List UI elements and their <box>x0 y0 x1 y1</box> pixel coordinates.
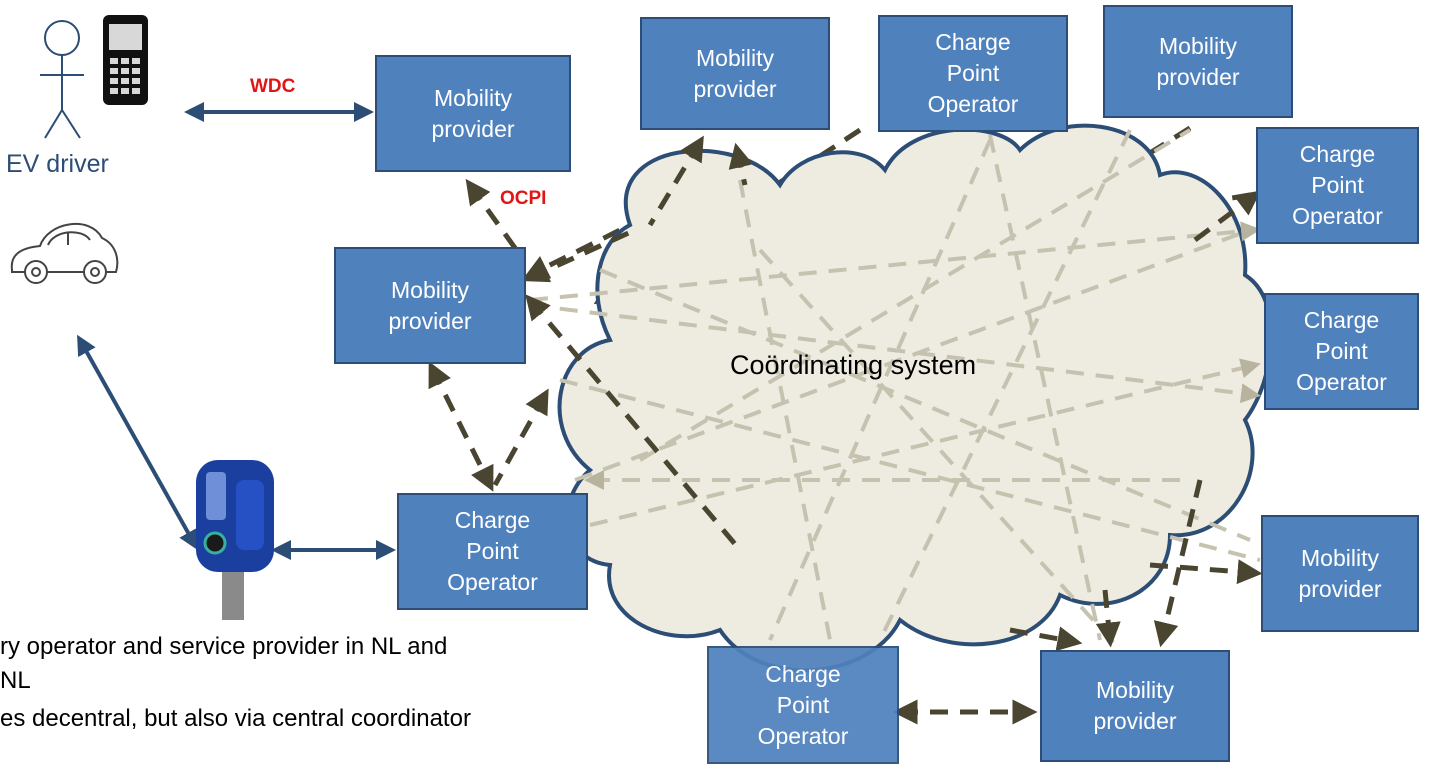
node-text: Charge <box>1303 307 1380 333</box>
arrow-mp-top1 <box>647 135 704 227</box>
mobility-provider-right[interactable]: Mobility provider <box>1261 515 1419 632</box>
node-text: provider <box>1298 575 1382 602</box>
charge-point-operator-top[interactable]: Charge Point Operator <box>878 15 1068 132</box>
node-text: Mobility <box>696 44 774 71</box>
mobility-provider-top-2[interactable]: Mobility provider <box>1103 5 1293 118</box>
node-text: Point <box>1315 338 1368 364</box>
node-text: provider <box>388 307 472 334</box>
mobility-provider-bottom[interactable]: Mobility provider <box>1040 650 1230 762</box>
bullet-line: NL <box>0 667 31 694</box>
person-icon <box>40 20 84 139</box>
solid-arrows <box>77 102 396 560</box>
faint-3 <box>589 358 1261 527</box>
charge-point-operator-left[interactable]: Charge Point Operator <box>397 493 588 610</box>
arrow-to-mp-bottom-3 <box>1153 479 1203 648</box>
node-text: Operator <box>1296 369 1387 395</box>
node-text: Mobility <box>391 276 469 303</box>
dashed-arrows-faint <box>529 128 1261 652</box>
node-text: Mobility <box>1096 677 1174 703</box>
faint-10 <box>878 129 1132 641</box>
arrow-mp-cloud <box>523 227 637 283</box>
node-text: Operator <box>927 91 1019 117</box>
dashed-arrows-front <box>428 135 1263 725</box>
coordinating-system-label: Coördinating system <box>730 350 977 380</box>
faint-9 <box>768 139 992 641</box>
arrow-to-mp-right <box>1149 559 1263 585</box>
node-text: Mobility <box>1159 32 1237 59</box>
faint-6 <box>738 179 832 641</box>
faint-5 <box>638 128 1192 462</box>
node-text: Charge <box>765 660 841 687</box>
node-text: Operator <box>1292 203 1383 229</box>
wdc-label: WDC <box>250 76 296 97</box>
arrow-mp-cpo <box>428 361 494 492</box>
node-text: provider <box>1156 63 1240 90</box>
arrow-to-cpo-right1 <box>1193 190 1261 242</box>
node-text: Point <box>1311 172 1364 198</box>
charging-station-icon <box>196 460 274 620</box>
charge-point-operator-bottom[interactable]: Charge Point Operator <box>707 646 899 764</box>
node-text: provider <box>431 115 515 142</box>
node-text: Mobility <box>1301 544 1379 571</box>
bullet-line: es decentral, but also via central coord… <box>0 705 471 732</box>
node-text: Point <box>466 538 519 564</box>
node-text: Operator <box>757 722 849 749</box>
ev-driver-label: EV driver <box>6 150 109 178</box>
node-text: Mobility <box>434 84 512 111</box>
faint-2 <box>529 303 1261 404</box>
node-text: Operator <box>447 569 538 595</box>
faint-1 <box>529 221 1261 302</box>
node-text: provider <box>693 75 777 102</box>
charge-point-operator-right-2[interactable]: Charge Point Operator <box>1264 293 1419 410</box>
coordinating-cloud <box>557 123 1274 673</box>
bullet-text-block: ry operator and service provider in NL a… <box>0 630 690 767</box>
faint-13 <box>559 378 1261 562</box>
node-text: Point <box>946 60 1000 86</box>
node-text: Charge <box>454 507 531 533</box>
mobility-provider-left[interactable]: Mobility provider <box>334 247 526 364</box>
faint-11 <box>599 268 1251 542</box>
bullet-line: ry operator and service provider in NL a… <box>0 633 448 660</box>
arrow-to-mp-bottom-2 <box>1095 589 1121 648</box>
mobility-provider-main[interactable]: Mobility provider <box>375 55 571 172</box>
node-text: Point <box>776 691 830 718</box>
mobility-provider-top-1[interactable]: Mobility provider <box>640 17 830 130</box>
node-text: Charge <box>1299 141 1376 167</box>
node-text: Charge <box>935 29 1011 55</box>
faint-7 <box>988 134 1102 641</box>
mobile-phone-icon <box>103 15 148 105</box>
node-text: provider <box>1093 708 1177 734</box>
arrow-car-charger <box>77 334 198 551</box>
arrow-mp-top1b <box>728 142 754 186</box>
arrow-to-mp-bottom <box>1009 626 1083 652</box>
car-icon <box>10 222 119 284</box>
arrow-cloud-cpo <box>492 388 549 487</box>
ocpi-label: OCPI <box>500 188 547 209</box>
arrow-mp-bottom <box>525 294 742 552</box>
charge-point-operator-right-1[interactable]: Charge Point Operator <box>1256 127 1419 244</box>
arrow-ocpi <box>465 178 523 257</box>
